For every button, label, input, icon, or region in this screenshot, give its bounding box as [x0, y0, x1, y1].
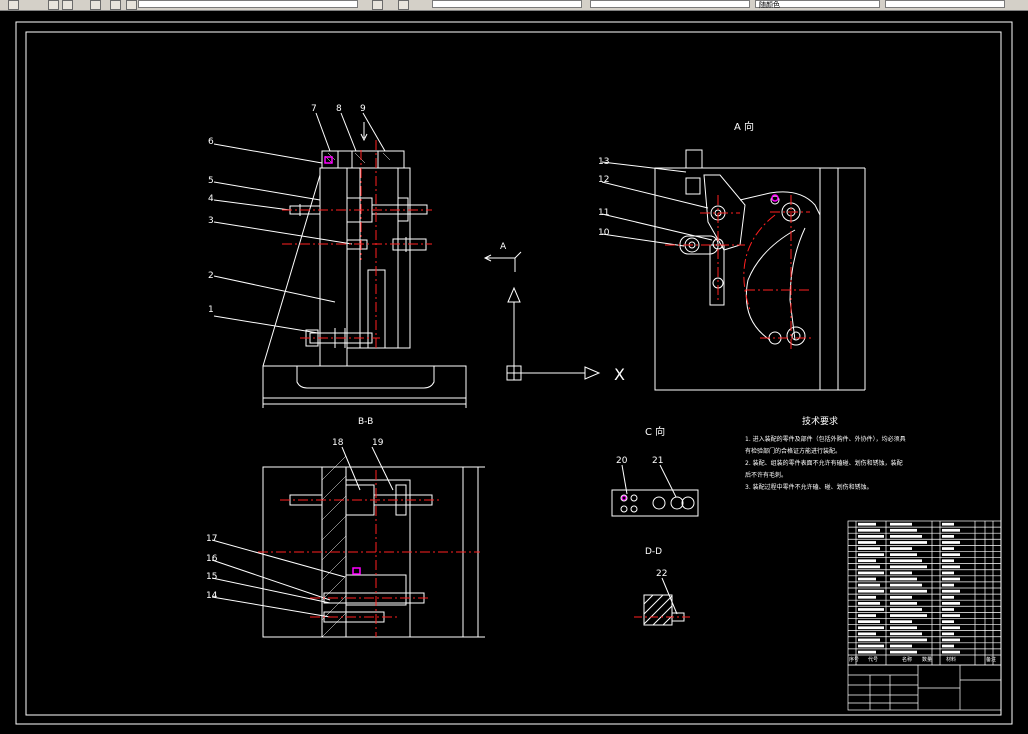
layer-previous-icon[interactable]	[398, 0, 409, 10]
part-number-22: 22	[656, 569, 667, 579]
tech-line-2: 有检验部门的合格证方能进行装配。	[745, 447, 841, 455]
tech-requirements-title: 技术要求	[802, 415, 838, 427]
bom-header-code: 代号	[868, 656, 878, 663]
layer-icon[interactable]	[48, 0, 59, 10]
coordinate-axis	[483, 251, 601, 381]
lineweight-dropdown[interactable]	[590, 0, 750, 8]
tech-line-5: 3. 装配过程中零件不允许磕、碰、划伤和锈蚀。	[745, 483, 873, 491]
part-number-11: 11	[598, 208, 609, 218]
view-c	[611, 464, 699, 517]
part-number-17: 17	[206, 534, 217, 544]
part-number-10: 10	[598, 228, 610, 238]
part-number-16: 16	[206, 554, 218, 564]
view-a-centerlines	[665, 195, 812, 350]
part-number-13: 13	[598, 157, 609, 167]
lock-icon[interactable]	[110, 0, 121, 10]
bom-header-index: 序号	[849, 656, 859, 663]
part-number-18: 18	[332, 438, 344, 448]
view-bb-label: B-B	[358, 417, 373, 427]
view-c-label: C 向	[645, 425, 665, 438]
part-number-4: 4	[208, 194, 214, 204]
part-number-14: 14	[206, 591, 218, 601]
part-number-5: 5	[208, 176, 214, 186]
part-number-21: 21	[652, 456, 663, 466]
title-block	[847, 664, 1002, 711]
part-number-1: 1	[208, 305, 214, 315]
part-number-15: 15	[206, 572, 217, 582]
bom-header-qty: 数量	[922, 656, 932, 663]
tech-line-4: 后不许有毛刺。	[745, 471, 787, 479]
match-properties-icon[interactable]	[372, 0, 383, 10]
part-number-3: 3	[208, 216, 214, 226]
menu-icon[interactable]	[8, 0, 19, 10]
axis-label-x: X	[614, 365, 625, 384]
magenta-marker-bb	[352, 567, 361, 575]
magenta-marker	[324, 156, 333, 164]
part-number-8: 8	[336, 104, 342, 114]
view-dd	[643, 577, 685, 626]
magenta-marker-a	[771, 194, 779, 202]
plotstyle-dropdown[interactable]: 随颜色	[755, 0, 880, 9]
part-number-20: 20	[616, 456, 628, 466]
bom-header-material: 材料	[946, 656, 956, 663]
sun-icon[interactable]	[62, 0, 73, 10]
view-dd-label: D-D	[645, 547, 662, 557]
bom-header-remark: 备注	[986, 656, 996, 663]
drawing-border	[15, 21, 1013, 725]
axis-label-a: A	[500, 242, 507, 252]
tech-line-1: 1. 进入装配的零件及部件（包括外购件、外协件），均必须具	[745, 435, 906, 443]
bom-header-name: 名称	[902, 656, 912, 663]
view-bb-centerlines	[258, 470, 480, 637]
part-number-2: 2	[208, 271, 214, 281]
color-icon[interactable]	[126, 0, 137, 10]
bom-table	[847, 520, 1002, 666]
part-number-9: 9	[360, 104, 366, 114]
main-view-centerlines	[282, 140, 432, 348]
part-number-12: 12	[598, 175, 609, 185]
magenta-marker-c	[621, 495, 627, 501]
layer-dropdown[interactable]	[138, 0, 358, 8]
part-number-7: 7	[311, 104, 317, 114]
section-arrow-c	[360, 122, 368, 142]
cad-toolbar: 随颜色	[0, 0, 1028, 11]
extra-dropdown[interactable]	[885, 0, 1005, 8]
part-number-19: 19	[372, 438, 384, 448]
title-block-headers: 序号 代号 名称 数量 材料 备注	[849, 656, 996, 663]
tech-line-3: 2. 装配、组装的零件表面不允许有磕碰、划伤和锈蚀，装配	[745, 459, 903, 467]
cad-drawing-canvas[interactable]: 6 5 4 3 2 1 7 8 9 A X A 向	[0, 11, 1028, 734]
view-a-label: A 向	[734, 120, 754, 133]
lightbulb-icon[interactable]	[90, 0, 101, 10]
linetype-dropdown[interactable]	[432, 0, 582, 8]
part-number-6: 6	[208, 137, 214, 147]
